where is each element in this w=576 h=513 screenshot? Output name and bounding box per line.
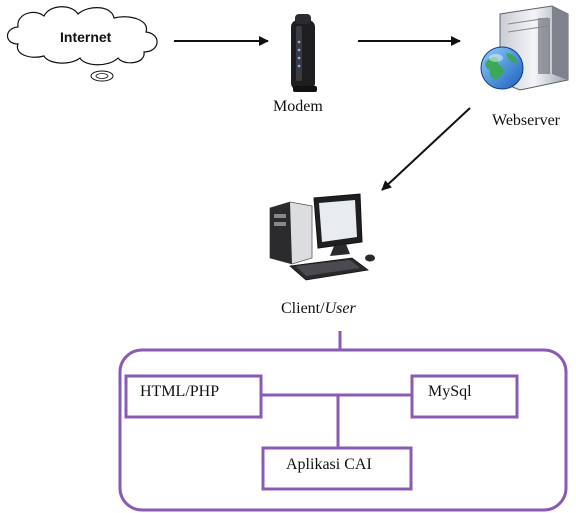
webserver-label: Webserver bbox=[492, 112, 561, 129]
internet-label: Internet bbox=[60, 29, 112, 45]
modem-label: Modem bbox=[273, 98, 323, 115]
html-php-box bbox=[124, 374, 263, 419]
cloud-icon bbox=[6, 6, 158, 82]
client-label-text: Client/ bbox=[281, 300, 325, 317]
mysql-label: MySql bbox=[428, 383, 472, 400]
html-php-label: HTML/PHP bbox=[140, 383, 220, 400]
computer-icon bbox=[269, 193, 375, 281]
component-frame bbox=[118, 348, 568, 512]
mysql-box bbox=[410, 374, 519, 419]
globe-icon bbox=[480, 46, 524, 90]
aplikasi-label: Aplikasi CAI bbox=[286, 456, 372, 473]
arrow-webserver-client bbox=[381, 107, 471, 191]
modem-icon bbox=[291, 14, 317, 92]
client-user-text: User bbox=[324, 300, 356, 317]
client-label: Client/User bbox=[281, 300, 356, 318]
